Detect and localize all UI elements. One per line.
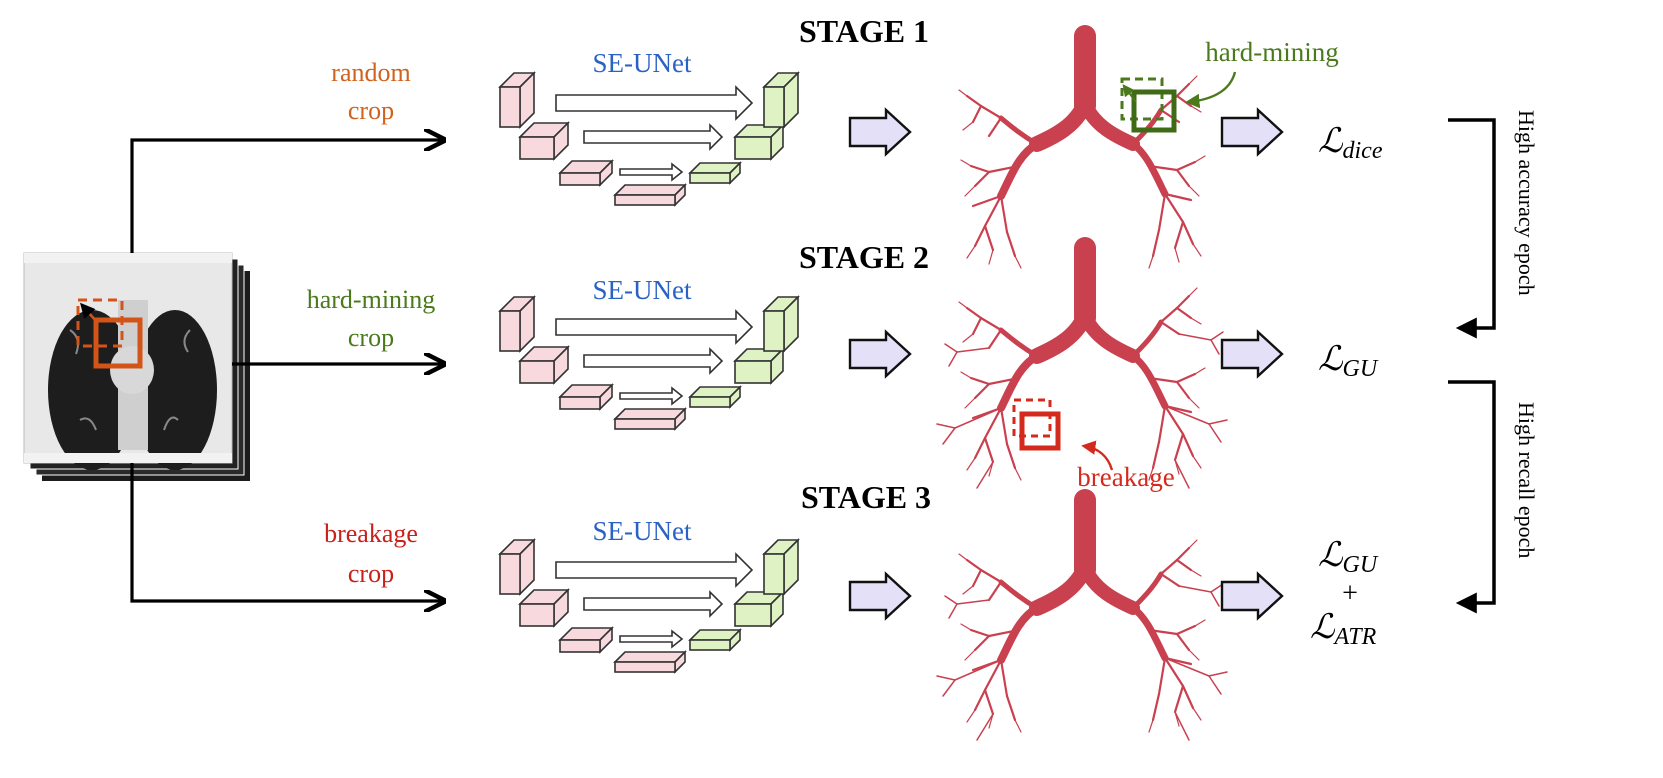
airway-output-2 (937, 248, 1227, 488)
crop-label-3-line1: breakage (324, 519, 418, 548)
loss-atr-script: ℒ (1310, 609, 1336, 646)
flow-arrow-output-to-loss-2 (1220, 330, 1284, 378)
ct-crop-box (93, 317, 143, 369)
breakage-annotation: breakage (1012, 398, 1175, 492)
airway-output-3 (937, 500, 1227, 740)
loss-gu3-sub: GU (1343, 552, 1379, 578)
loss-gu-stage2: ℒGU (1318, 341, 1379, 382)
loss-gu2-sub: GU (1343, 356, 1379, 382)
ct-image-stack (23, 252, 250, 481)
loss-gu3-script: ℒ (1318, 537, 1344, 574)
crop-label-1-line1: random (331, 58, 410, 87)
network-label-3: SE-UNet (593, 516, 692, 546)
flow-arrow-net-to-output-2 (848, 330, 912, 378)
crop-labels: random crop hard-mining crop breakage cr… (307, 58, 436, 588)
loss-dice-sub: dice (1343, 138, 1383, 164)
loss-dice: ℒdice (1318, 123, 1383, 164)
network-label-2: SE-UNet (593, 275, 692, 305)
flow-arrow-net-to-output-3 (848, 572, 912, 620)
se-unet-diagram-3 (499, 539, 799, 673)
breakage-label: breakage (1077, 462, 1174, 492)
loss-plus: + (1342, 578, 1358, 609)
flow-arrow-output-to-loss-1 (1220, 108, 1284, 156)
se-unet-diagram-2 (499, 296, 799, 430)
crop-label-2-line1: hard-mining (307, 285, 436, 314)
loss-gu-stage3: ℒGU (1318, 537, 1379, 578)
high-recall-epoch-label: High recall epoch (1514, 402, 1539, 558)
input-branch-arrows (130, 140, 444, 601)
high-accuracy-epoch-label: High accuracy epoch (1514, 110, 1539, 296)
flow-arrow-net-to-output-1 (848, 108, 912, 156)
crop-label-3-line2: crop (348, 559, 394, 588)
ct-prev-crop-box (76, 298, 124, 348)
flow-arrow-output-to-loss-3 (1220, 572, 1284, 620)
loss-dice-script: ℒ (1318, 123, 1344, 160)
epoch-brackets (1448, 118, 1496, 614)
stage-3-title: STAGE 3 (801, 479, 931, 515)
loss-gu2-script: ℒ (1318, 341, 1344, 378)
crop-label-1-line2: crop (348, 96, 394, 125)
airway-output-1 (959, 36, 1205, 268)
hard-mining-label: hard-mining (1205, 37, 1338, 67)
se-unet-diagram-1 (499, 72, 799, 206)
crop-label-2-line2: crop (348, 323, 394, 352)
loss-atr: ℒATR (1310, 609, 1377, 650)
loss-atr-sub: ATR (1333, 624, 1377, 650)
stage-2-title: STAGE 2 (799, 239, 929, 275)
stage-1-title: STAGE 1 (799, 13, 929, 49)
network-label-1: SE-UNet (593, 48, 692, 78)
hard-mining-annotation: hard-mining (1120, 37, 1339, 133)
